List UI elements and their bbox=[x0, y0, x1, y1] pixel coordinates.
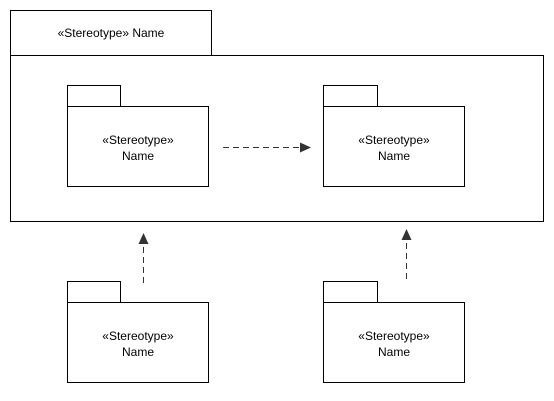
package-body bbox=[323, 302, 465, 383]
package-bottom-left[interactable]: «Stereotype» Name bbox=[67, 281, 209, 383]
package-body bbox=[67, 302, 209, 383]
package-tab bbox=[67, 85, 121, 107]
package-tab bbox=[323, 85, 378, 107]
dependency-arrow-right-up[interactable] bbox=[401, 229, 412, 279]
package-tab bbox=[323, 281, 378, 303]
package-inner-left[interactable]: «Stereotype» Name bbox=[67, 85, 209, 187]
container-package-tab bbox=[10, 10, 212, 56]
package-stereotype: «Stereotype» bbox=[358, 329, 430, 343]
dependency-arrow-horizontal[interactable] bbox=[223, 142, 311, 153]
package-tab bbox=[67, 281, 121, 303]
package-stereotype: «Stereotype» bbox=[358, 133, 430, 147]
package-bottom-right[interactable]: «Stereotype» Name bbox=[323, 281, 465, 383]
package-body bbox=[67, 106, 209, 187]
package-body bbox=[323, 106, 465, 187]
arrow-head-icon bbox=[401, 229, 412, 240]
package-inner-right[interactable]: «Stereotype» Name bbox=[323, 85, 465, 187]
package-stereotype: «Stereotype» bbox=[102, 133, 174, 147]
package-name: Name bbox=[378, 149, 410, 163]
package-stereotype: «Stereotype» bbox=[102, 329, 174, 343]
arrow-head-icon bbox=[300, 142, 311, 153]
package-name: Name bbox=[378, 345, 410, 359]
dependency-arrow-left-up[interactable] bbox=[138, 233, 149, 283]
package-name: Name bbox=[122, 345, 154, 359]
package-name: Name bbox=[122, 149, 154, 163]
arrow-head-icon bbox=[138, 233, 149, 244]
container-package-label: «Stereotype» Name bbox=[58, 26, 165, 40]
